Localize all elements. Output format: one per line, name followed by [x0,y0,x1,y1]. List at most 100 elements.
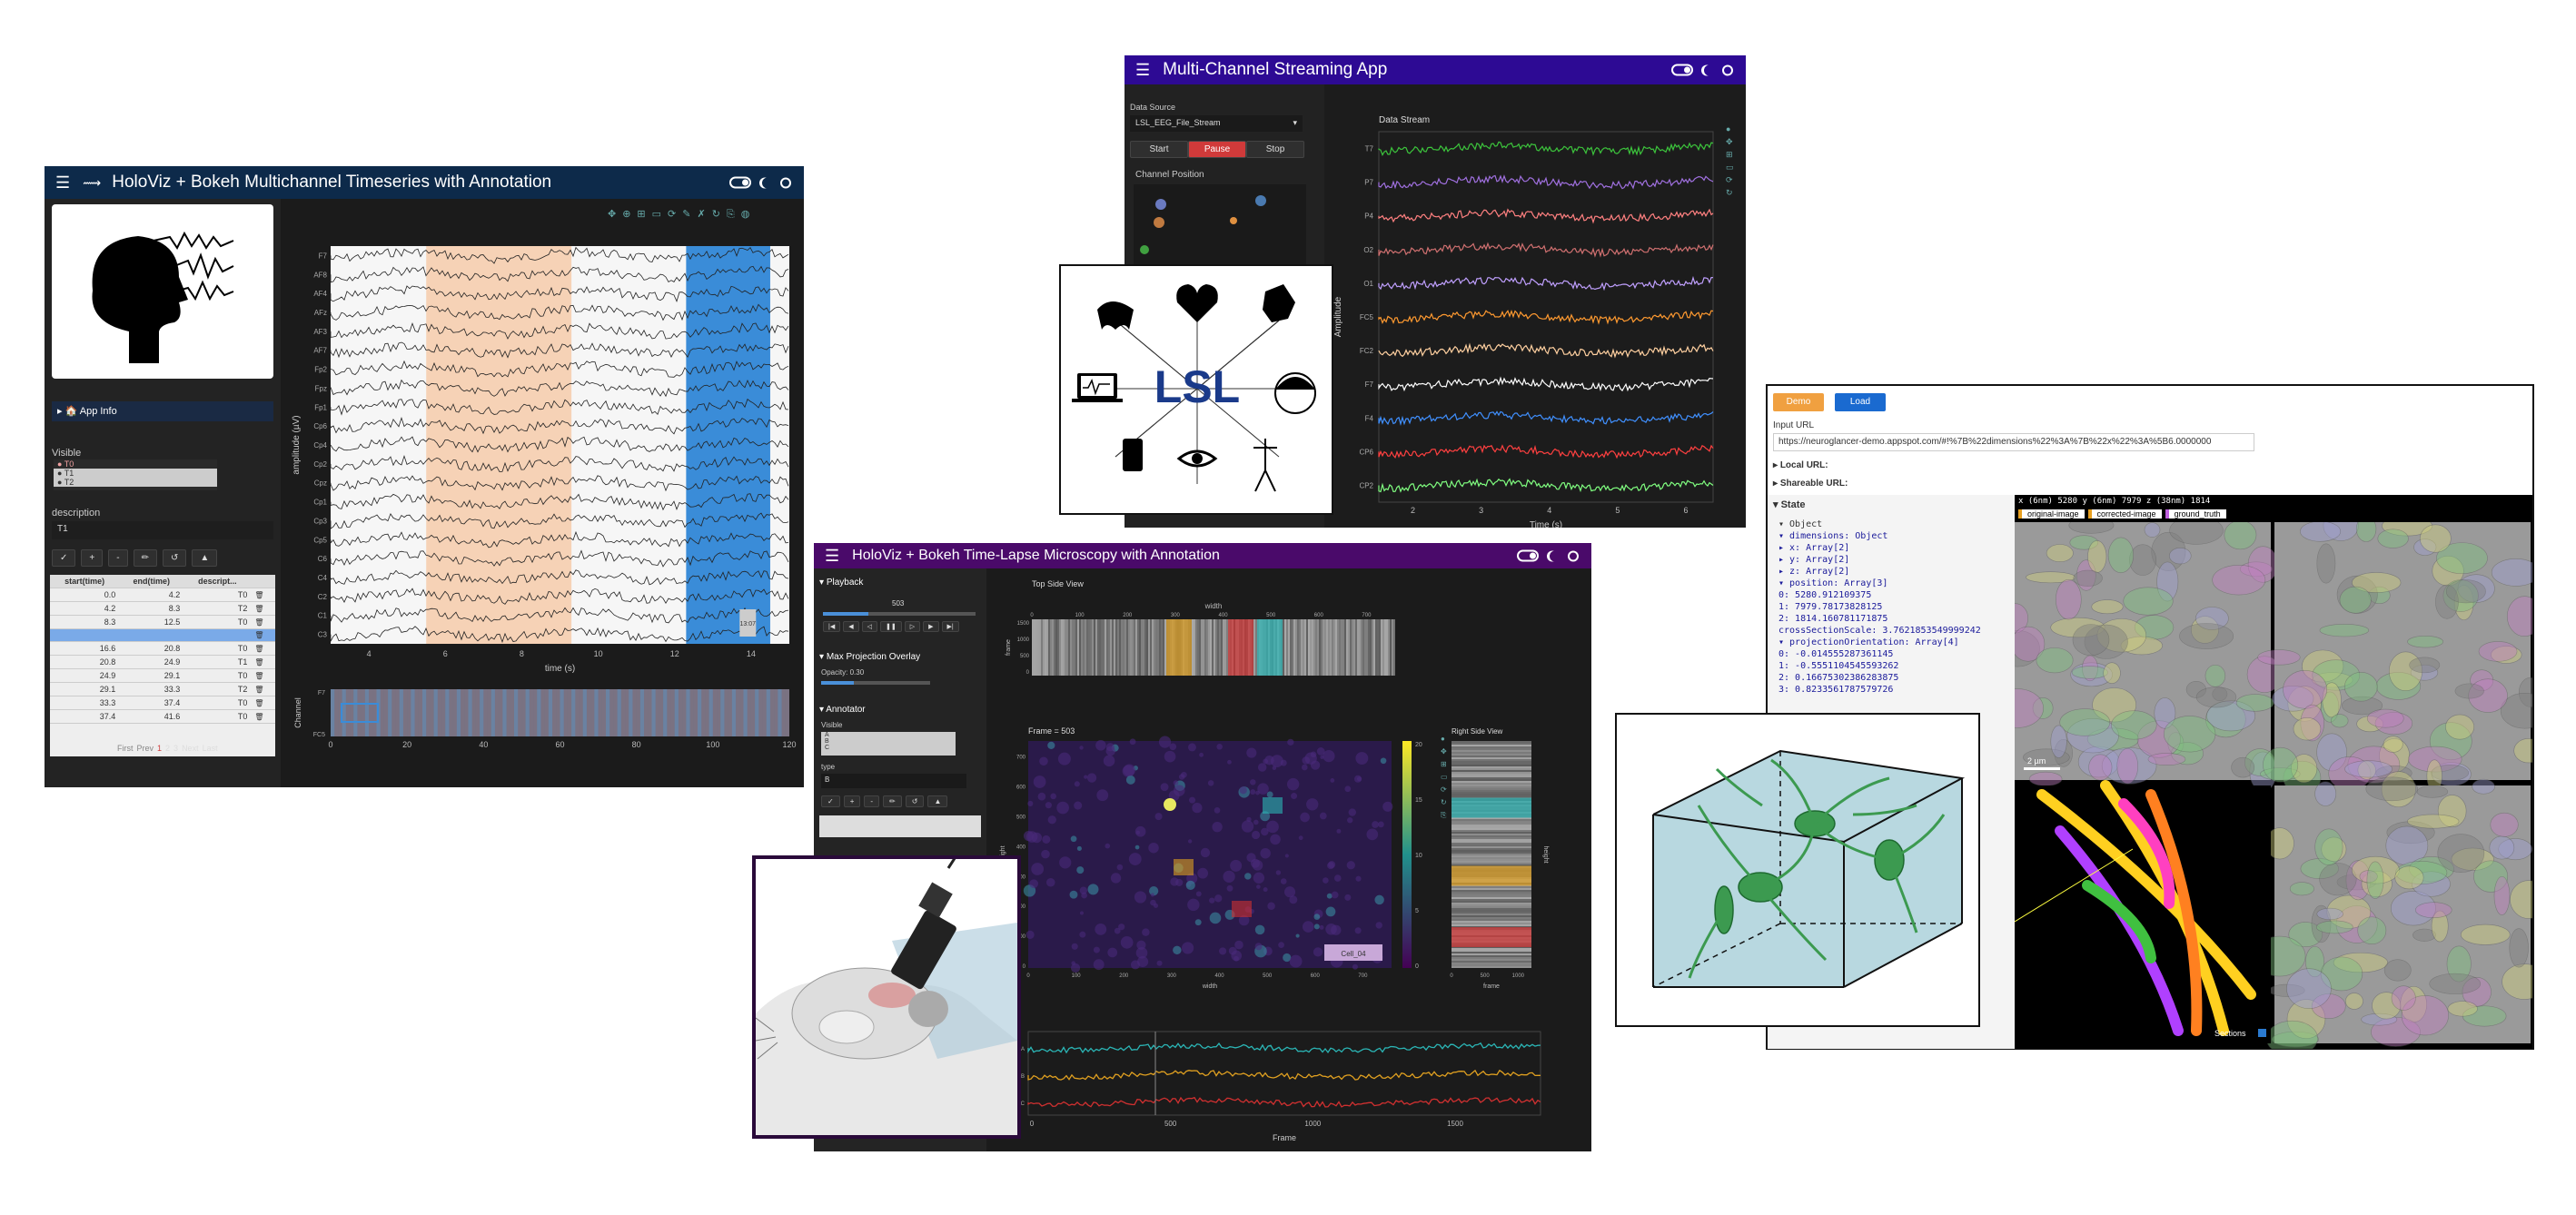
play-button[interactable]: ▷ [904,621,921,632]
annotator-accordion[interactable]: ▾ Annotator [819,705,866,715]
pause-button[interactable]: ❚❚ [879,621,902,632]
state-line[interactable]: ▾ dimensions: Object [1778,531,1888,541]
visible-multiselect[interactable]: A B C [821,732,956,756]
trash-icon[interactable]: 🗑 [251,655,275,669]
trash-icon[interactable]: 🗑 [251,709,275,724]
undo-button[interactable]: ↺ [162,549,187,567]
plot-tool-icon[interactable]: ⟳ [1726,175,1733,184]
sections-checkbox[interactable] [2258,1029,2266,1037]
start-button[interactable]: Start [1130,141,1188,158]
theme-toggle[interactable] [1517,549,1539,562]
playback-accordion[interactable]: ▾ Playback [819,578,864,588]
reverse-button[interactable]: ◁ [861,621,877,632]
visible-item[interactable]: ● T0 [57,459,74,469]
plot-tool-icon[interactable]: ⊞ [1726,150,1733,159]
pager-first[interactable]: First [117,744,134,753]
warn-button[interactable]: ▲ [927,795,948,807]
pager-1[interactable]: 1 [157,744,163,753]
plot-tool-icon[interactable]: ↻ [1726,188,1733,197]
state-line[interactable]: 1: 7979.78173828125 [1778,602,1883,612]
visible-item[interactable]: C [825,745,830,751]
state-line[interactable]: ▸ z: Array[2] [1778,567,1850,577]
table-row[interactable]: 🗑 [50,628,275,642]
annotation-band[interactable] [1228,619,1253,676]
state-line[interactable]: 1: -0.5551104545593262 [1778,661,1899,671]
state-line[interactable]: ▸ x: Array[2] [1778,543,1850,553]
roi-box[interactable] [1174,859,1194,875]
app-info-accordion[interactable]: ▸ 🏠 App Info [52,401,273,421]
next-frame-button[interactable]: ▶ [923,621,939,632]
annotation-band[interactable] [1451,865,1531,886]
state-line[interactable]: ▾ Object [1778,519,1823,529]
stop-button[interactable]: Stop [1246,141,1304,158]
trash-icon[interactable]: 🗑 [251,601,275,616]
annotation-region-t1[interactable] [686,246,770,644]
mpo-accordion[interactable]: ▾ Max Projection Overlay [819,652,921,662]
add-button[interactable]: + [81,549,104,567]
plot-tool-icon[interactable]: ● [1441,735,1445,743]
plot-tool-icon[interactable]: ↻ [1441,798,1447,806]
pause-button[interactable]: Pause [1188,141,1246,158]
edit-button[interactable]: ✏ [883,795,902,807]
pager-3[interactable]: 3 [173,744,179,753]
demo-button[interactable]: Demo [1773,393,1824,411]
trash-icon[interactable]: 🗑 [251,628,275,642]
annotation-region-t0[interactable] [426,246,572,644]
theme-toggle[interactable] [729,176,751,189]
visible-multiselect[interactable]: ● T0 ● T1 ● T2 [54,459,217,490]
annotation-band[interactable] [1451,927,1531,947]
theme-toggle[interactable] [1671,64,1693,76]
state-line[interactable]: 3: 0.8233561787579726 [1778,685,1894,695]
plot-tool-icon[interactable]: ⎘ [1441,811,1447,819]
description-input[interactable]: T1 [52,521,273,539]
opacity-slider[interactable] [821,681,930,685]
layer-tab[interactable]: original-image [2018,509,2085,519]
visible-item[interactable]: ● T2 [54,478,217,487]
state-line[interactable]: 2: 0.16675302386283875 [1778,673,1899,683]
trash-icon[interactable]: 🗑 [251,641,275,656]
visible-item[interactable]: ● T1 [54,469,217,478]
trash-icon[interactable]: 🗑 [251,668,275,683]
em-panel[interactable] [2274,785,2531,1043]
state-line[interactable]: ▾ projectionOrientation: Array[4] [1778,637,1959,647]
last-frame-button[interactable]: ▶| [941,621,959,632]
state-line[interactable]: 2: 1814.160781171875 [1778,614,1888,624]
roi-box[interactable] [1232,901,1252,917]
undo-button[interactable]: ↺ [905,795,925,807]
plot-tool-icon[interactable]: ▭ [1441,773,1448,781]
state-line[interactable]: 0: 5280.912109375 [1778,590,1872,600]
roi-box[interactable] [1263,797,1283,814]
layer-tab[interactable]: corrected-image [2087,509,2162,519]
plot-tool-icon[interactable]: ▭ [1726,163,1734,172]
add-button[interactable]: + [843,795,861,807]
data-source-select[interactable]: LSL_EEG_File_Stream▾ [1130,115,1303,132]
visible-item[interactable]: A [825,732,829,738]
input-url-field[interactable]: https://neuroglancer-demo.appspot.com/#!… [1773,433,2254,451]
plot-tool-icon[interactable]: ✥ [1441,747,1447,756]
plot-tool-icon[interactable]: ✥ [1726,137,1733,146]
remove-button[interactable]: - [108,549,128,567]
visible-item[interactable]: B [825,738,829,745]
shareable-url-toggle[interactable]: ▸ Shareable URL: [1773,479,1848,489]
menu-icon[interactable]: ☰ [55,173,71,192]
state-line[interactable]: crossSectionScale: 3.7621853549999242 [1778,626,1981,636]
plot-tool-icon[interactable]: ⊞ [1441,760,1447,768]
col-desc[interactable]: descript... [183,575,252,588]
state-line[interactable]: 0: -0.014555287361145 [1778,649,1894,659]
em-panel[interactable] [2015,522,2271,780]
load-button[interactable]: Load [1835,393,1886,411]
warn-button[interactable]: ▲ [192,549,218,567]
minimap-viewport[interactable] [341,703,379,723]
pager-next[interactable]: Next [182,744,199,753]
prev-frame-button[interactable]: ◀ [843,621,859,632]
state-line[interactable]: ▾ position: Array[3] [1778,578,1888,588]
